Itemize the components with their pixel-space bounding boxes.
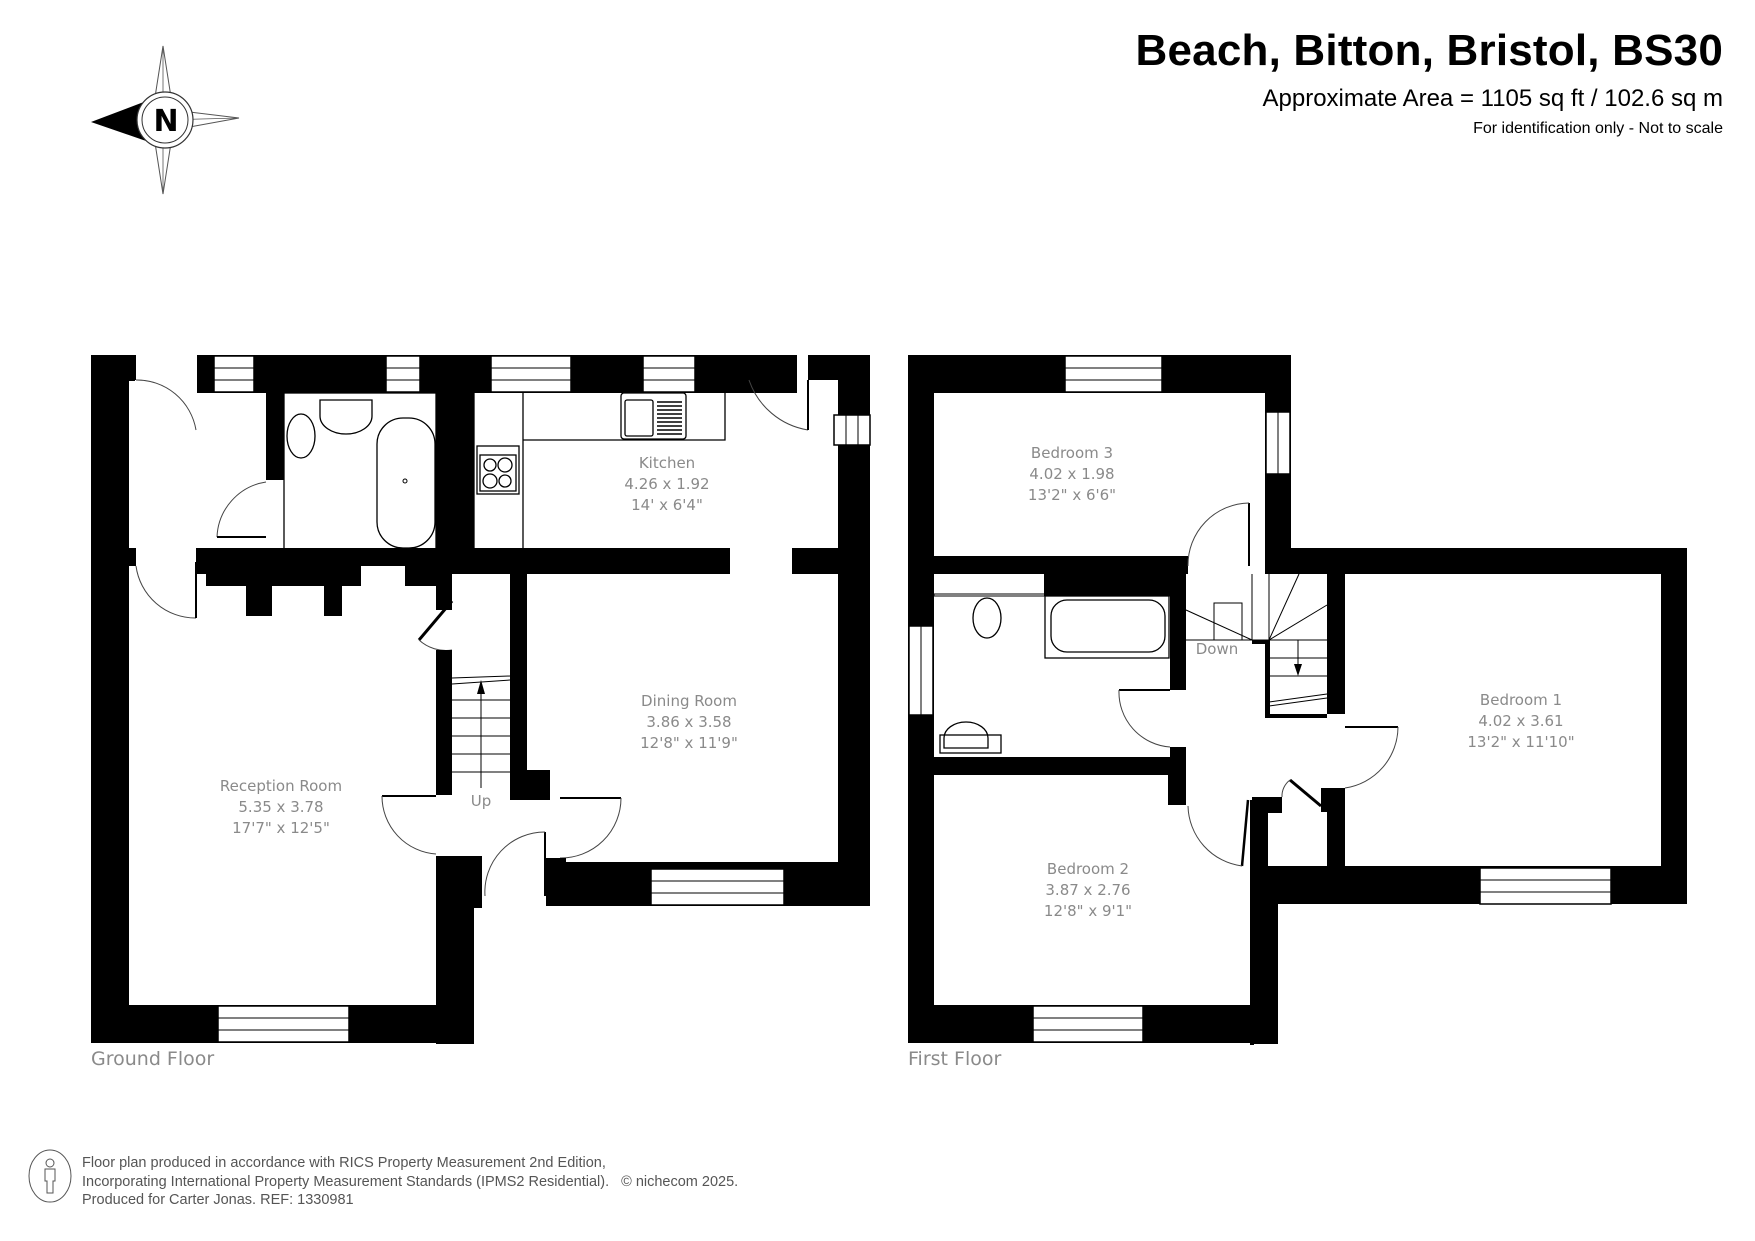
ground-floor-plan: Up Kitchen 4.26 x 1.92 14' x 6'4" Dining…: [91, 355, 871, 1044]
svg-text:17'7" x 12'5": 17'7" x 12'5": [232, 819, 330, 837]
svg-text:Kitchen: Kitchen: [639, 454, 695, 472]
approximate-area: Approximate Area = 1105 sq ft / 102.6 sq…: [1262, 85, 1724, 112]
svg-text:Bedroom 1: Bedroom 1: [1480, 691, 1562, 709]
footer-line-2: Incorporating International Property Mea…: [82, 1173, 739, 1190]
room-label-bedroom-2: Bedroom 2 3.87 x 2.76 12'8" x 9'1": [1044, 860, 1132, 920]
ground-floor-label: Ground Floor: [91, 1048, 215, 1070]
scale-disclaimer: For identification only - Not to scale: [1473, 120, 1723, 137]
svg-text:12'8" x 11'9": 12'8" x 11'9": [640, 734, 738, 752]
footer-notice: Floor plan produced in accordance with R…: [82, 1154, 738, 1210]
svg-text:Bedroom 2: Bedroom 2: [1047, 860, 1129, 878]
person-scale-icon: [28, 1149, 72, 1203]
room-label-reception-room: Reception Room 5.35 x 3.78 17'7" x 12'5": [220, 777, 342, 837]
stairs-down-label: Down: [1196, 640, 1239, 658]
svg-text:Dining Room: Dining Room: [641, 692, 737, 710]
svg-text:3.87 x 2.76: 3.87 x 2.76: [1045, 881, 1130, 899]
first-floor-label: First Floor: [908, 1048, 1002, 1070]
svg-text:4.02 x 3.61: 4.02 x 3.61: [1478, 712, 1563, 730]
svg-text:14' x 6'4": 14' x 6'4": [631, 496, 703, 514]
room-label-bedroom-3: Bedroom 3 4.02 x 1.98 13'2" x 6'6": [1028, 444, 1116, 504]
room-label-bedroom-1: Bedroom 1 4.02 x 3.61 13'2" x 11'10": [1467, 691, 1574, 751]
footer-line-3: Produced for Carter Jonas. REF: 1330981: [82, 1192, 354, 1208]
svg-text:4.26 x 1.92: 4.26 x 1.92: [624, 475, 709, 493]
svg-text:5.35 x 3.78: 5.35 x 3.78: [238, 798, 323, 816]
svg-text:3.86 x 3.58: 3.86 x 3.58: [646, 713, 731, 731]
first-floor-plan: Down Bedroom 3 4.02 x 1.98 13'2" x 6'6": [908, 355, 1687, 1045]
svg-text:13'2" x 11'10": 13'2" x 11'10": [1467, 733, 1574, 751]
property-title: Beach, Bitton, Bristol, BS30: [1135, 26, 1723, 75]
svg-text:4.02 x 1.98: 4.02 x 1.98: [1029, 465, 1114, 483]
svg-text:Bedroom 3: Bedroom 3: [1031, 444, 1113, 462]
footer-line-1: Floor plan produced in accordance with R…: [82, 1155, 606, 1171]
copyright-text: © nichecom 2025.: [621, 1173, 739, 1190]
svg-text:12'8" x 9'1": 12'8" x 9'1": [1044, 902, 1132, 920]
svg-text:13'2" x 6'6": 13'2" x 6'6": [1028, 486, 1116, 504]
room-label-dining-room: Dining Room 3.86 x 3.58 12'8" x 11'9": [640, 692, 738, 752]
stairs-up-label: Up: [471, 792, 492, 810]
compass-north-label: N: [153, 104, 178, 139]
room-label-kitchen: Kitchen 4.26 x 1.92 14' x 6'4": [624, 454, 709, 514]
svg-text:Reception Room: Reception Room: [220, 777, 342, 795]
compass-icon: N: [91, 45, 240, 195]
